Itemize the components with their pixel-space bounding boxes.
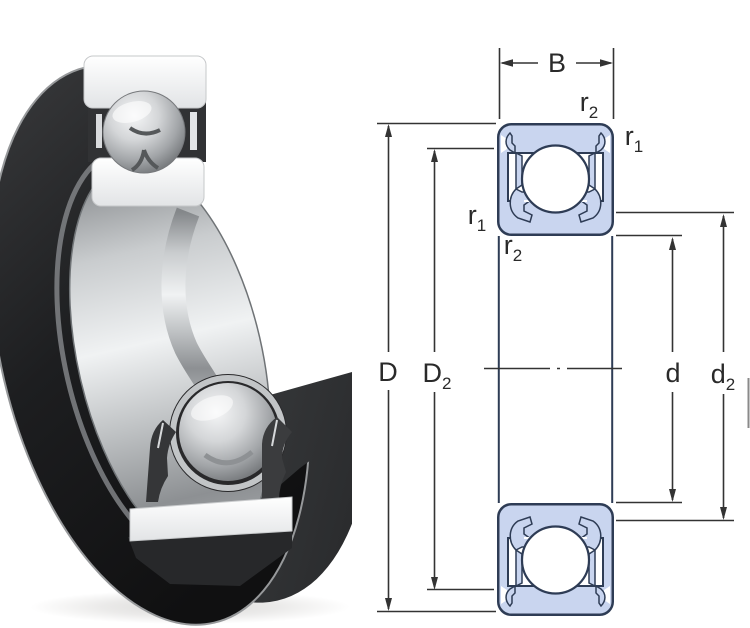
label-r1-left: r1 (468, 200, 486, 235)
label-D: D (378, 357, 398, 387)
section-top (498, 124, 613, 235)
dimension-d (616, 234, 682, 504)
label-d: d (665, 358, 680, 388)
seal-prong-left (146, 420, 176, 502)
bearing-photo (0, 55, 352, 626)
dimension-D (377, 122, 496, 613)
seal-prong-right (262, 417, 292, 500)
section-bottom (498, 504, 613, 615)
label-D2: D2 (423, 358, 452, 393)
bearing-diagram: B r2 r1 r1 r2 D D2 d d2 (377, 48, 750, 615)
dimension-D2 (427, 147, 494, 591)
upper-cut-section (83, 55, 207, 207)
label-d2: d2 (711, 359, 736, 394)
label-r2-top: r2 (580, 87, 598, 122)
label-B: B (548, 48, 566, 78)
label-r1-top: r1 (625, 121, 643, 156)
seal-prong-glint-left (157, 422, 164, 449)
dimension-d2 (616, 211, 734, 522)
seal-prong-glint-right (271, 419, 278, 447)
label-r2-left: r2 (504, 230, 522, 265)
dimension-B (498, 48, 615, 119)
lower-ring-face (128, 529, 292, 586)
lower-cut-face (129, 496, 293, 542)
